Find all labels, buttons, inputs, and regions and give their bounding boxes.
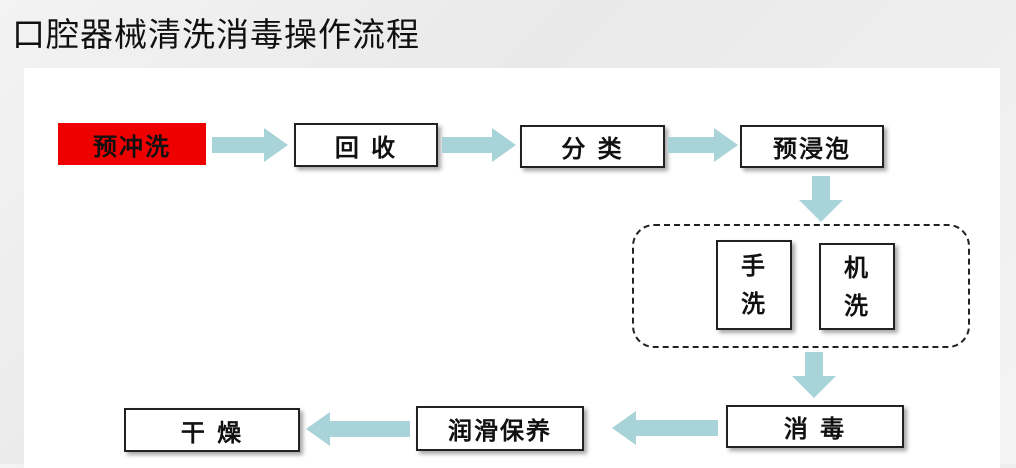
arrow-right-1 [212, 128, 288, 162]
arrow-down-2 [792, 352, 836, 398]
step-pre-rinse: 预冲洗 [58, 123, 206, 165]
arrow-right-3 [668, 128, 738, 162]
machine-wash-char-1: 机 [844, 253, 870, 282]
manual-wash-char-2: 洗 [741, 290, 767, 318]
step-collect: 回 收 [294, 123, 438, 167]
page-title: 口腔器械清洗消毒操作流程 [12, 15, 420, 54]
arrow-down-1 [799, 176, 843, 222]
machine-wash-char-2: 洗 [844, 291, 870, 320]
step-dry: 干 燥 [124, 408, 300, 452]
step-lubricate: 润滑保养 [416, 406, 584, 451]
step-machine-wash: 机 洗 [819, 243, 895, 330]
wash-group [632, 224, 970, 348]
arrow-left-1 [612, 411, 718, 445]
step-pre-soak: 预浸泡 [740, 125, 884, 168]
step-manual-wash: 手 洗 [716, 240, 792, 330]
manual-wash-char-1: 手 [741, 252, 767, 280]
arrow-right-2 [442, 128, 516, 162]
step-disinfect: 消 毒 [726, 405, 904, 448]
flowchart-panel: 预冲洗 回 收 分 类 预浸泡 手 洗 机 洗 消 毒 润滑保养 干 燥 [24, 68, 1000, 468]
arrow-left-2 [306, 412, 410, 446]
step-sort: 分 类 [520, 125, 665, 168]
